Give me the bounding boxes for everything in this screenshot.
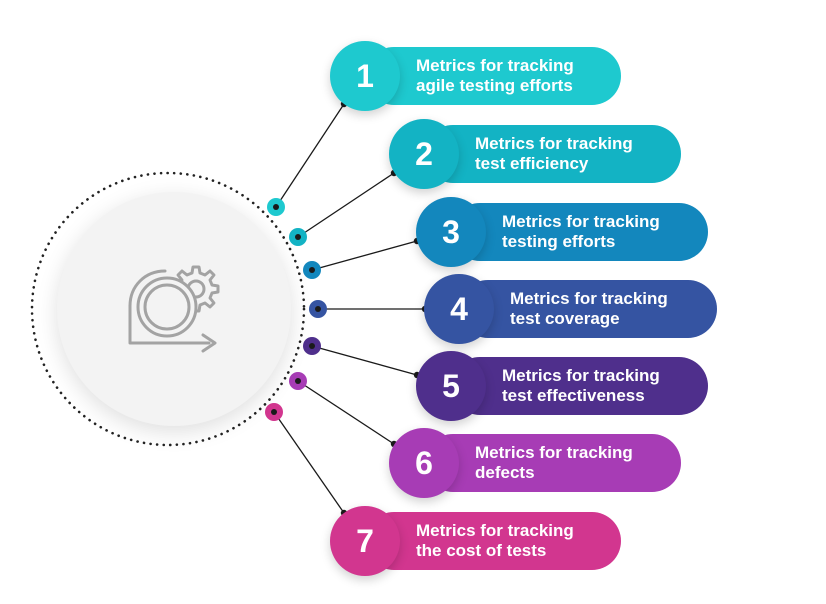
metric-number-1: 1 <box>330 41 400 111</box>
metric-number-6: 6 <box>389 428 459 498</box>
metric-label-line2: test coverage <box>510 309 620 328</box>
orbit-node-center-7 <box>271 409 277 415</box>
metric-label-line2: agile testing efforts <box>416 76 573 95</box>
metric-number-2: 2 <box>389 119 459 189</box>
metric-number-4: 4 <box>424 274 494 344</box>
orbit-node-center-5 <box>309 343 315 349</box>
metric-label-line1: Metrics for tracking <box>416 56 574 75</box>
connector-line-6 <box>297 380 395 445</box>
metric-label-line2: testing efforts <box>502 232 616 251</box>
center-circle <box>57 192 291 426</box>
gear-arc-arrow-icon <box>128 265 220 353</box>
metric-label-line2: test efficiency <box>475 154 589 173</box>
connector-line-3 <box>311 240 418 271</box>
connector-line-1 <box>275 103 345 208</box>
metric-label-line1: Metrics for tracking <box>502 212 660 231</box>
metric-number-5: 5 <box>416 351 486 421</box>
metric-label-line1: Metrics for tracking <box>502 366 660 385</box>
metric-label-line1: Metrics for tracking <box>510 289 668 308</box>
connector-line-5 <box>311 345 418 376</box>
metric-label-line2: defects <box>475 463 535 482</box>
orbit-node-center-1 <box>273 204 279 210</box>
metric-label-line2: the cost of tests <box>416 541 547 560</box>
orbit-node-center-3 <box>309 267 315 273</box>
metric-label-line1: Metrics for tracking <box>416 521 574 540</box>
metric-label-line1: Metrics for tracking <box>475 443 633 462</box>
metric-label-line1: Metrics for tracking <box>475 134 633 153</box>
metric-number-3: 3 <box>416 197 486 267</box>
orbit-node-center-6 <box>295 378 301 384</box>
metric-number-7: 7 <box>330 506 400 576</box>
connector-line-7 <box>273 411 345 514</box>
orbit-node-center-4 <box>315 306 321 312</box>
metric-label-line2: test effectiveness <box>502 386 645 405</box>
connector-line-2 <box>297 172 395 238</box>
dotted-orbit <box>30 171 306 447</box>
orbit-node-center-2 <box>295 234 301 240</box>
